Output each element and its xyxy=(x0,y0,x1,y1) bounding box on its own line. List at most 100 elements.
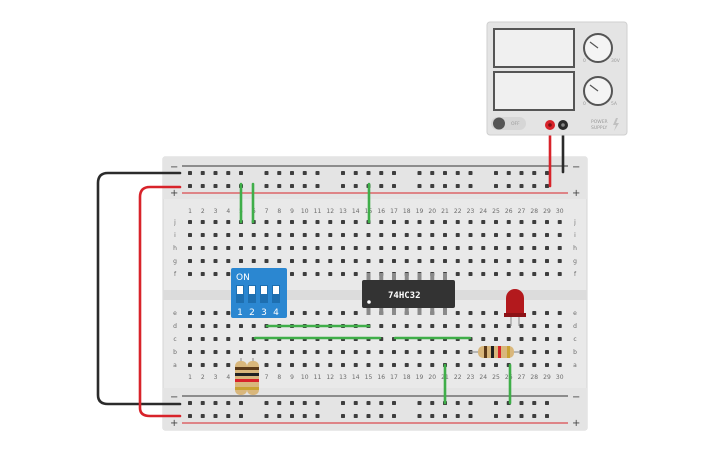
rail-hole[interactable] xyxy=(392,401,396,405)
breadboard-hole[interactable] xyxy=(200,324,205,328)
breadboard-hole[interactable] xyxy=(545,259,549,263)
breadboard-hole[interactable] xyxy=(239,324,243,328)
breadboard-hole[interactable] xyxy=(404,246,409,250)
rail-hole[interactable] xyxy=(315,401,320,405)
breadboard-hole[interactable] xyxy=(226,259,231,263)
breadboard-hole[interactable] xyxy=(226,311,231,315)
breadboard-hole[interactable] xyxy=(392,246,396,250)
rail-hole[interactable] xyxy=(519,184,524,188)
breadboard-hole[interactable] xyxy=(417,259,422,263)
rail-hole[interactable] xyxy=(353,414,358,418)
breadboard-hole[interactable] xyxy=(353,246,358,250)
breadboard-hole[interactable] xyxy=(557,311,562,315)
breadboard-hole[interactable] xyxy=(519,350,524,354)
rail-hole[interactable] xyxy=(341,184,345,188)
rail-hole[interactable] xyxy=(213,401,218,405)
rail-hole[interactable] xyxy=(213,171,218,175)
breadboard-hole[interactable] xyxy=(417,233,422,237)
rail-hole[interactable] xyxy=(455,414,460,418)
breadboard-hole[interactable] xyxy=(417,220,422,224)
breadboard-hole[interactable] xyxy=(353,363,358,367)
breadboard-hole[interactable] xyxy=(302,233,307,237)
breadboard-hole[interactable] xyxy=(532,337,537,341)
breadboard-hole[interactable] xyxy=(315,350,320,354)
red-wire-left[interactable] xyxy=(138,185,182,418)
breadboard-hole[interactable] xyxy=(188,246,192,250)
breadboard-hole[interactable] xyxy=(341,220,345,224)
breadboard-hole[interactable] xyxy=(251,246,256,250)
breadboard-hole[interactable] xyxy=(200,246,205,250)
breadboard-hole[interactable] xyxy=(328,311,333,315)
breadboard-hole[interactable] xyxy=(379,233,384,237)
breadboard-hole[interactable] xyxy=(353,233,358,237)
breadboard-hole[interactable] xyxy=(455,324,460,328)
breadboard-hole[interactable] xyxy=(213,220,218,224)
breadboard-hole[interactable] xyxy=(532,311,537,315)
breadboard-hole[interactable] xyxy=(315,233,320,237)
rail-hole[interactable] xyxy=(188,401,192,405)
breadboard-hole[interactable] xyxy=(353,272,358,276)
ic-chip[interactable]: 74HC32 xyxy=(362,273,455,315)
breadboard-hole[interactable] xyxy=(379,259,384,263)
rail-hole[interactable] xyxy=(430,184,435,188)
breadboard-hole[interactable] xyxy=(506,272,511,276)
rail-hole[interactable] xyxy=(379,414,384,418)
breadboard-hole[interactable] xyxy=(328,363,333,367)
breadboard-hole[interactable] xyxy=(519,272,524,276)
breadboard-hole[interactable] xyxy=(404,324,409,328)
breadboard-hole[interactable] xyxy=(302,311,307,315)
breadboard-hole[interactable] xyxy=(545,324,549,328)
rail-hole[interactable] xyxy=(494,414,498,418)
breadboard-hole[interactable] xyxy=(519,324,524,328)
breadboard-hole[interactable] xyxy=(468,259,473,263)
rail-hole[interactable] xyxy=(506,171,511,175)
breadboard-hole[interactable] xyxy=(290,246,294,250)
breadboard-hole[interactable] xyxy=(251,350,256,354)
breadboard-hole[interactable] xyxy=(226,337,231,341)
breadboard-hole[interactable] xyxy=(366,233,371,237)
rail-hole[interactable] xyxy=(226,401,231,405)
breadboard-hole[interactable] xyxy=(302,363,307,367)
rail-hole[interactable] xyxy=(290,171,294,175)
rail-hole[interactable] xyxy=(341,401,345,405)
rail-hole[interactable] xyxy=(506,414,511,418)
breadboard-hole[interactable] xyxy=(315,220,320,224)
breadboard-hole[interactable] xyxy=(468,233,473,237)
breadboard-hole[interactable] xyxy=(481,246,486,250)
breadboard-hole[interactable] xyxy=(366,350,371,354)
breadboard-hole[interactable] xyxy=(392,233,396,237)
breadboard-hole[interactable] xyxy=(302,272,307,276)
power-supply[interactable]: 0 30V 0 5A OFF POWER SUPPLY xyxy=(486,21,628,136)
rail-hole[interactable] xyxy=(519,414,524,418)
rail-hole[interactable] xyxy=(506,184,511,188)
breadboard-hole[interactable] xyxy=(251,259,256,263)
breadboard-hole[interactable] xyxy=(481,337,486,341)
breadboard-hole[interactable] xyxy=(315,259,320,263)
rail-hole[interactable] xyxy=(532,184,537,188)
breadboard-hole[interactable] xyxy=(341,363,345,367)
breadboard-hole[interactable] xyxy=(213,363,218,367)
breadboard-hole[interactable] xyxy=(545,350,549,354)
breadboard-hole[interactable] xyxy=(519,220,524,224)
breadboard-hole[interactable] xyxy=(392,220,396,224)
breadboard-hole[interactable] xyxy=(341,311,345,315)
breadboard-hole[interactable] xyxy=(213,259,218,263)
breadboard-hole[interactable] xyxy=(200,311,205,315)
breadboard-hole[interactable] xyxy=(532,324,537,328)
breadboard-hole[interactable] xyxy=(392,259,396,263)
rail-hole[interactable] xyxy=(545,401,549,405)
rail-hole[interactable] xyxy=(200,401,205,405)
breadboard-hole[interactable] xyxy=(328,246,333,250)
breadboard-hole[interactable] xyxy=(455,350,460,354)
breadboard-hole[interactable] xyxy=(200,259,205,263)
breadboard-hole[interactable] xyxy=(213,233,218,237)
breadboard-hole[interactable] xyxy=(239,233,243,237)
breadboard-hole[interactable] xyxy=(251,233,256,237)
rail-hole[interactable] xyxy=(302,401,307,405)
breadboard-hole[interactable] xyxy=(341,233,345,237)
breadboard-hole[interactable] xyxy=(545,272,549,276)
breadboard-hole[interactable] xyxy=(506,246,511,250)
breadboard-hole[interactable] xyxy=(430,246,435,250)
breadboard-hole[interactable] xyxy=(430,233,435,237)
breadboard-hole[interactable] xyxy=(417,324,422,328)
